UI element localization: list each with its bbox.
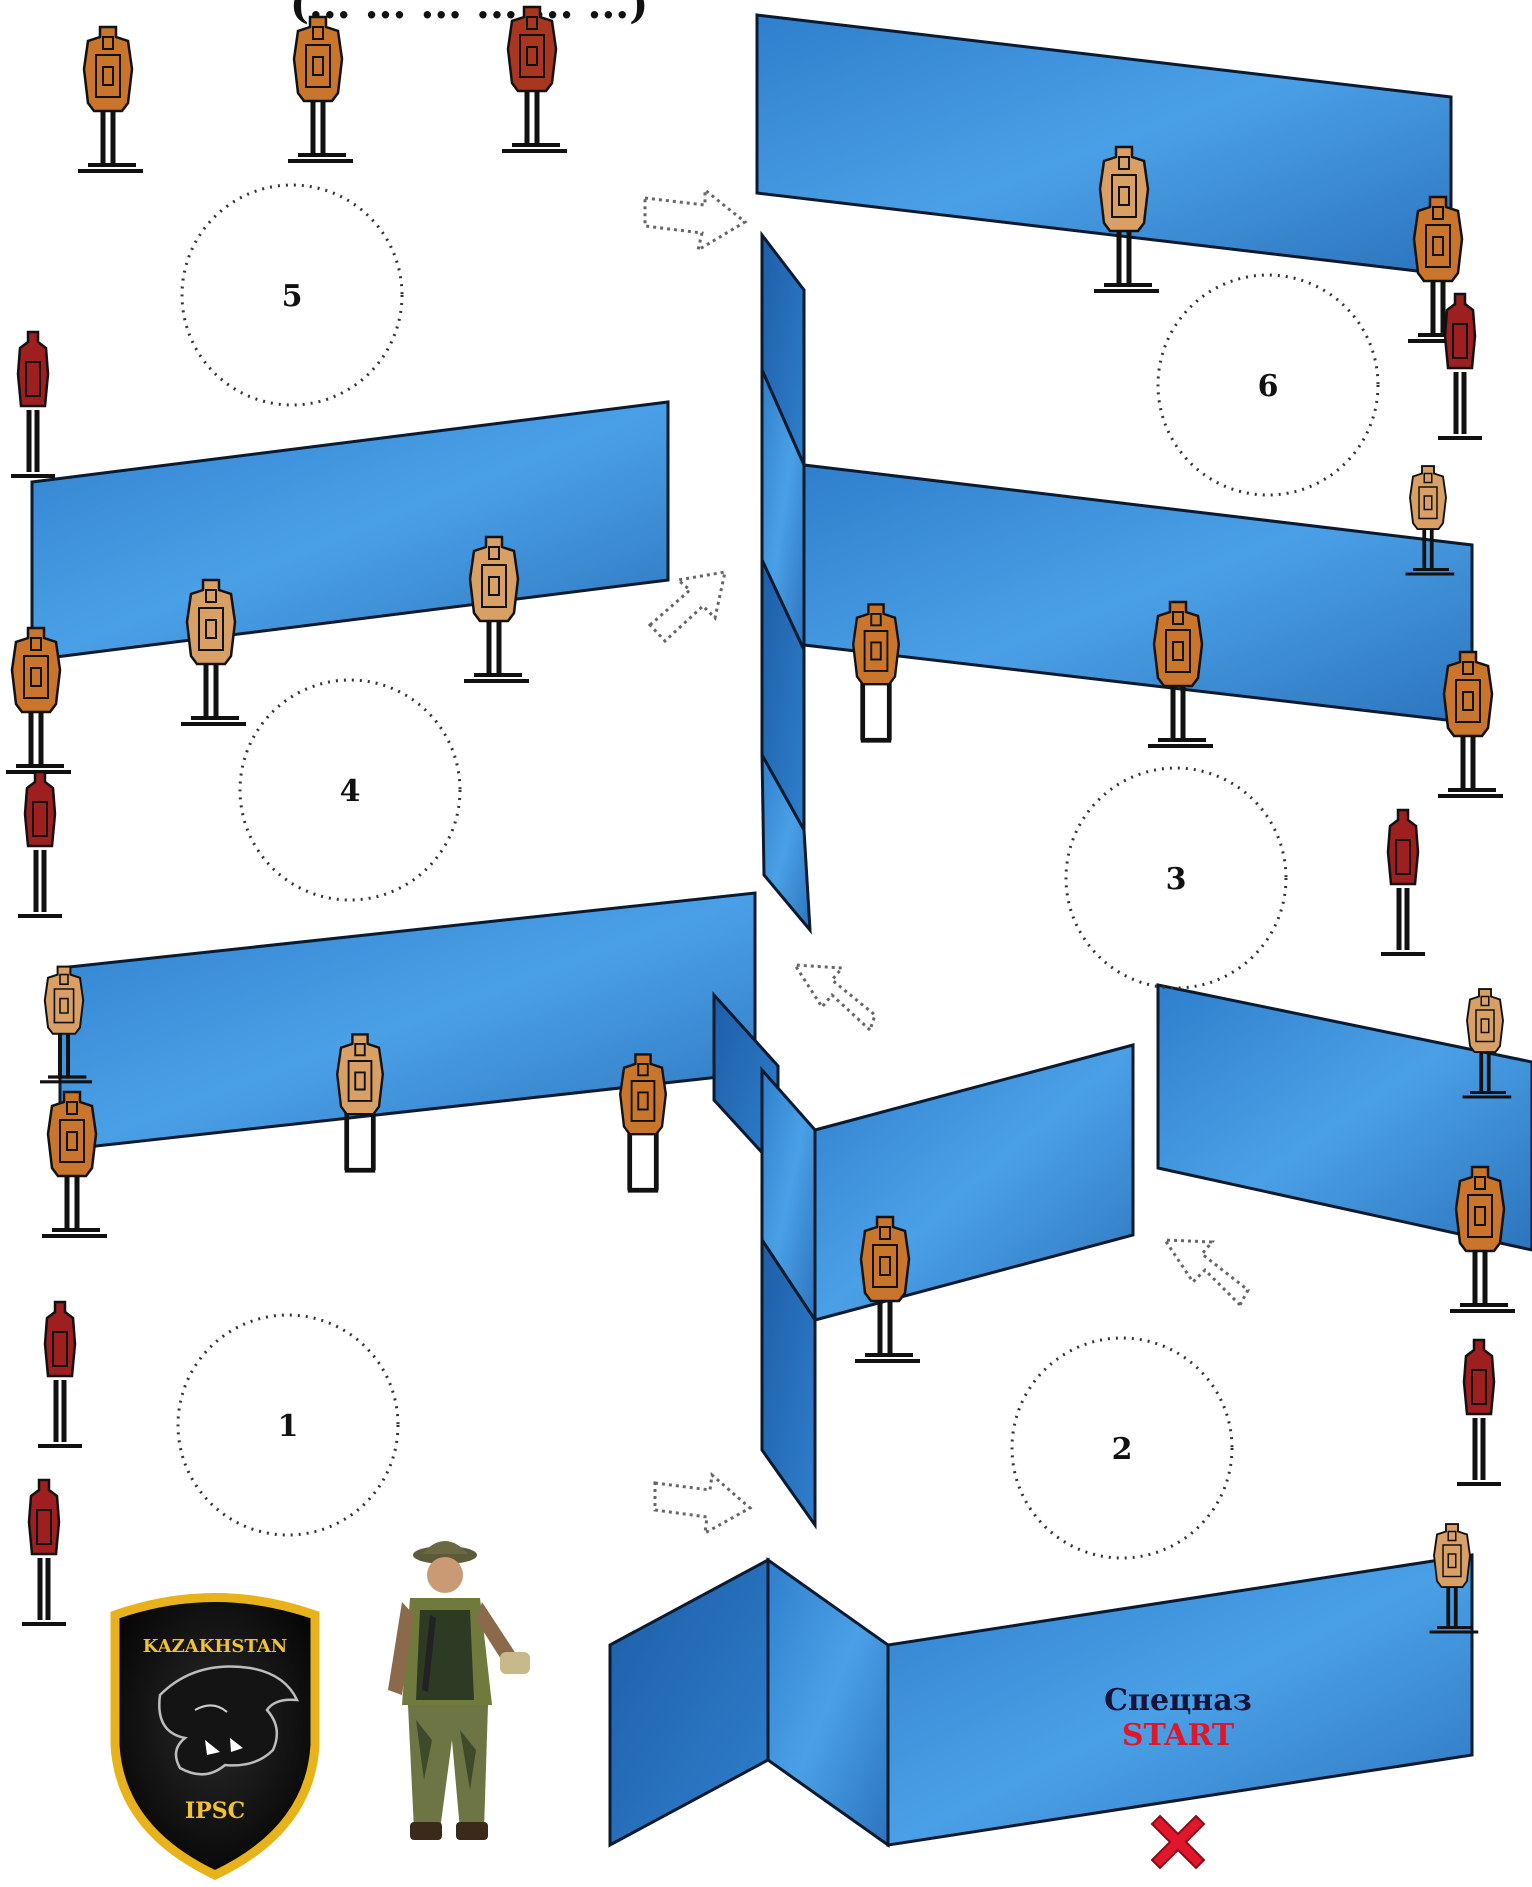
no-shoot-icon xyxy=(18,772,62,916)
wall-start-left xyxy=(610,1560,768,1845)
no-shoot-icon xyxy=(1457,1340,1501,1484)
target-icon xyxy=(337,1034,383,1170)
zone-number-4: 4 xyxy=(340,774,361,809)
wall-zone-6-mid xyxy=(804,465,1472,723)
shield-icon: KAZAKHSTAN IPSC xyxy=(115,1598,315,1876)
target-icon xyxy=(620,1054,666,1190)
zone-number-3: 3 xyxy=(1166,862,1187,897)
badge-bottom-text: IPSC xyxy=(185,1798,245,1824)
header-title: (... ... ... ... ... ...) xyxy=(290,0,648,28)
wall-start-middle xyxy=(768,1560,888,1845)
no-shoot-icon xyxy=(11,332,55,476)
arrow-icon xyxy=(1165,1240,1248,1305)
no-shoot-icon xyxy=(1381,810,1425,954)
zone-number-6: 6 xyxy=(1258,369,1279,404)
arrow-icon xyxy=(795,965,875,1030)
badge-top-text: KAZAKHSTAN xyxy=(143,1636,287,1657)
wall-zone-4 xyxy=(32,402,668,660)
soldier-icon xyxy=(388,1541,530,1840)
zone-number-1: 1 xyxy=(278,1409,299,1444)
no-shoot-icon xyxy=(22,1480,66,1624)
zone-number-2: 2 xyxy=(1112,1432,1133,1467)
start-label: START xyxy=(1122,1718,1235,1753)
no-shoot-icon xyxy=(38,1302,82,1446)
walls xyxy=(32,15,1532,1845)
arrows xyxy=(645,190,1248,1533)
start-title: Спецназ xyxy=(1104,1683,1252,1718)
target-icon xyxy=(853,604,899,740)
target-icon xyxy=(1438,652,1503,796)
target-icon xyxy=(78,27,143,171)
target-icon xyxy=(502,7,567,151)
wall-top-right xyxy=(757,15,1451,275)
arrow-icon xyxy=(645,190,745,250)
zone-number-5: 5 xyxy=(282,279,303,314)
cross-icon xyxy=(1152,1816,1204,1868)
target-icon xyxy=(288,17,353,161)
arrow-icon xyxy=(655,1475,750,1533)
